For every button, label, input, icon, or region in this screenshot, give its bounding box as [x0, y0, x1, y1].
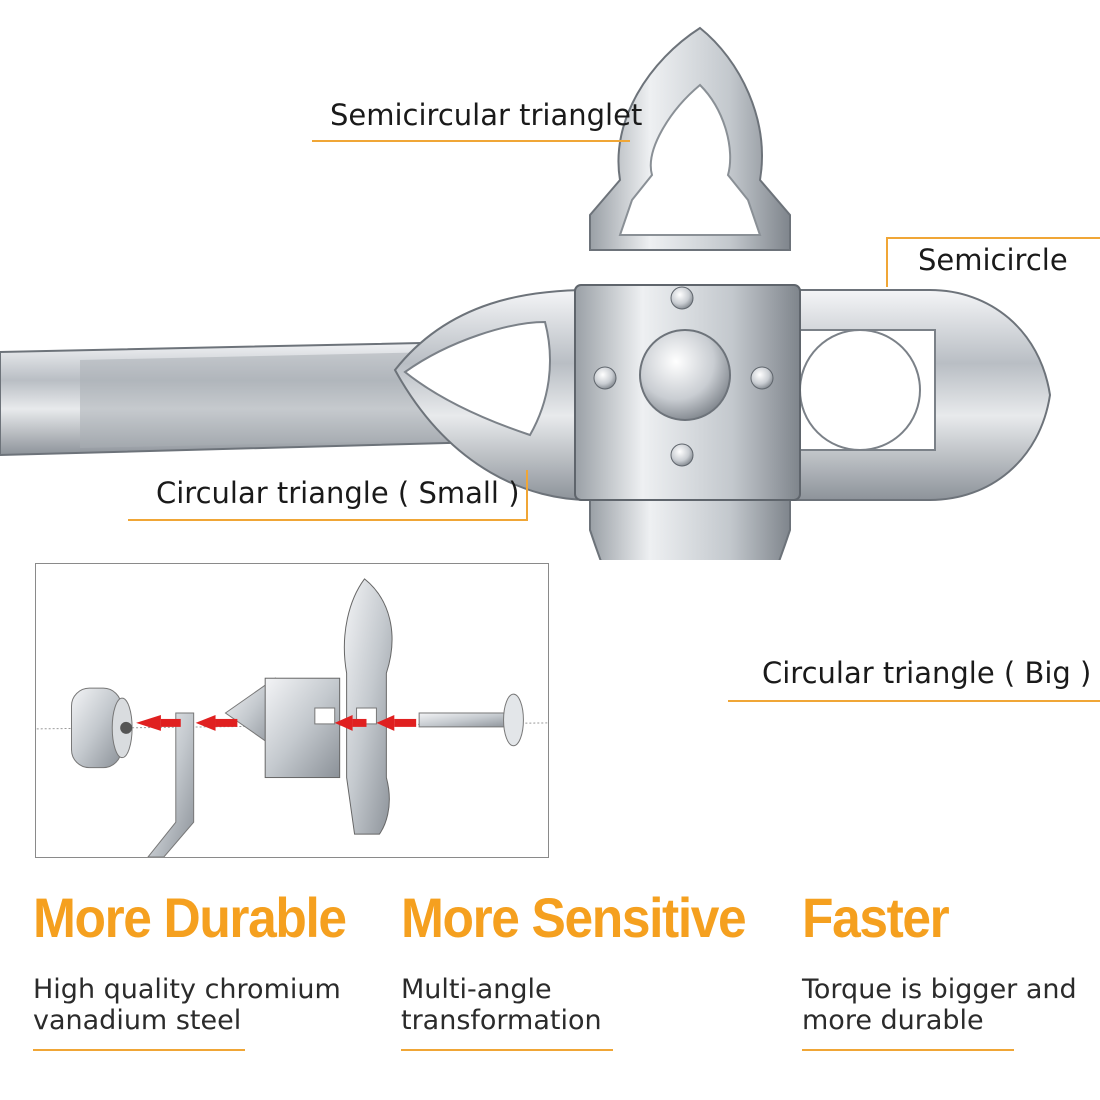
feature-description-line: High quality chromium: [33, 974, 341, 1005]
bent-handle: [147, 712, 195, 857]
callout-line: [886, 237, 888, 287]
rivet: [670, 443, 694, 467]
feature-more-sensitive: More Sensitive Multi-angle transformatio…: [401, 886, 751, 1037]
feature-description-line: vanadium steel: [33, 1005, 242, 1036]
rivet: [593, 366, 617, 390]
assembly-arrows: [136, 714, 417, 731]
feature-title: Faster: [802, 886, 950, 949]
feature-title: More Sensitive: [401, 886, 747, 949]
feature-description: High quality chromium vanadium steel: [33, 974, 383, 1036]
feature-description-line: Multi-angle transformation: [401, 974, 602, 1036]
feature-description-line: more durable: [802, 1005, 984, 1036]
callout-line: [526, 470, 528, 521]
callout-line: [728, 700, 1100, 702]
callout-line: [128, 519, 528, 521]
feature-faster: Faster Torque is bigger and more durable: [802, 886, 1092, 1037]
feature-description-line: Torque is bigger and: [802, 974, 1077, 1005]
semicircular-trianglet-lobe: [589, 26, 791, 251]
knurled-nut: [71, 687, 133, 769]
assembly-inset: [35, 563, 549, 858]
callout-semicircular-trianglet: Semicircular trianglet: [330, 98, 643, 132]
feature-underline: [401, 1049, 613, 1051]
feature-more-durable: More Durable High quality chromium vanad…: [33, 886, 383, 1037]
feature-underline: [802, 1049, 1014, 1051]
callout-line: [312, 140, 630, 142]
callout-semicircle: Semicircle: [918, 243, 1068, 277]
feature-description: Torque is bigger and more durable: [802, 974, 1092, 1036]
feature-description: Multi-angle transformation: [401, 974, 751, 1036]
feature-underline: [33, 1049, 245, 1051]
assembly-diagram: [36, 578, 548, 857]
rivet: [670, 286, 694, 310]
bolt: [418, 693, 524, 747]
rivet: [750, 366, 774, 390]
center-plate: [574, 284, 801, 501]
callout-circular-triangle-small: Circular triangle ( Small ): [156, 476, 520, 510]
callout-circular-triangle-big: Circular triangle ( Big ): [762, 656, 1092, 690]
circular-triangle-small-hole: [403, 320, 551, 437]
wrench-product-image: [0, 26, 1052, 560]
callout-line: [886, 237, 1100, 239]
plate-assembly: [224, 578, 393, 835]
feature-title: More Durable: [33, 886, 347, 949]
